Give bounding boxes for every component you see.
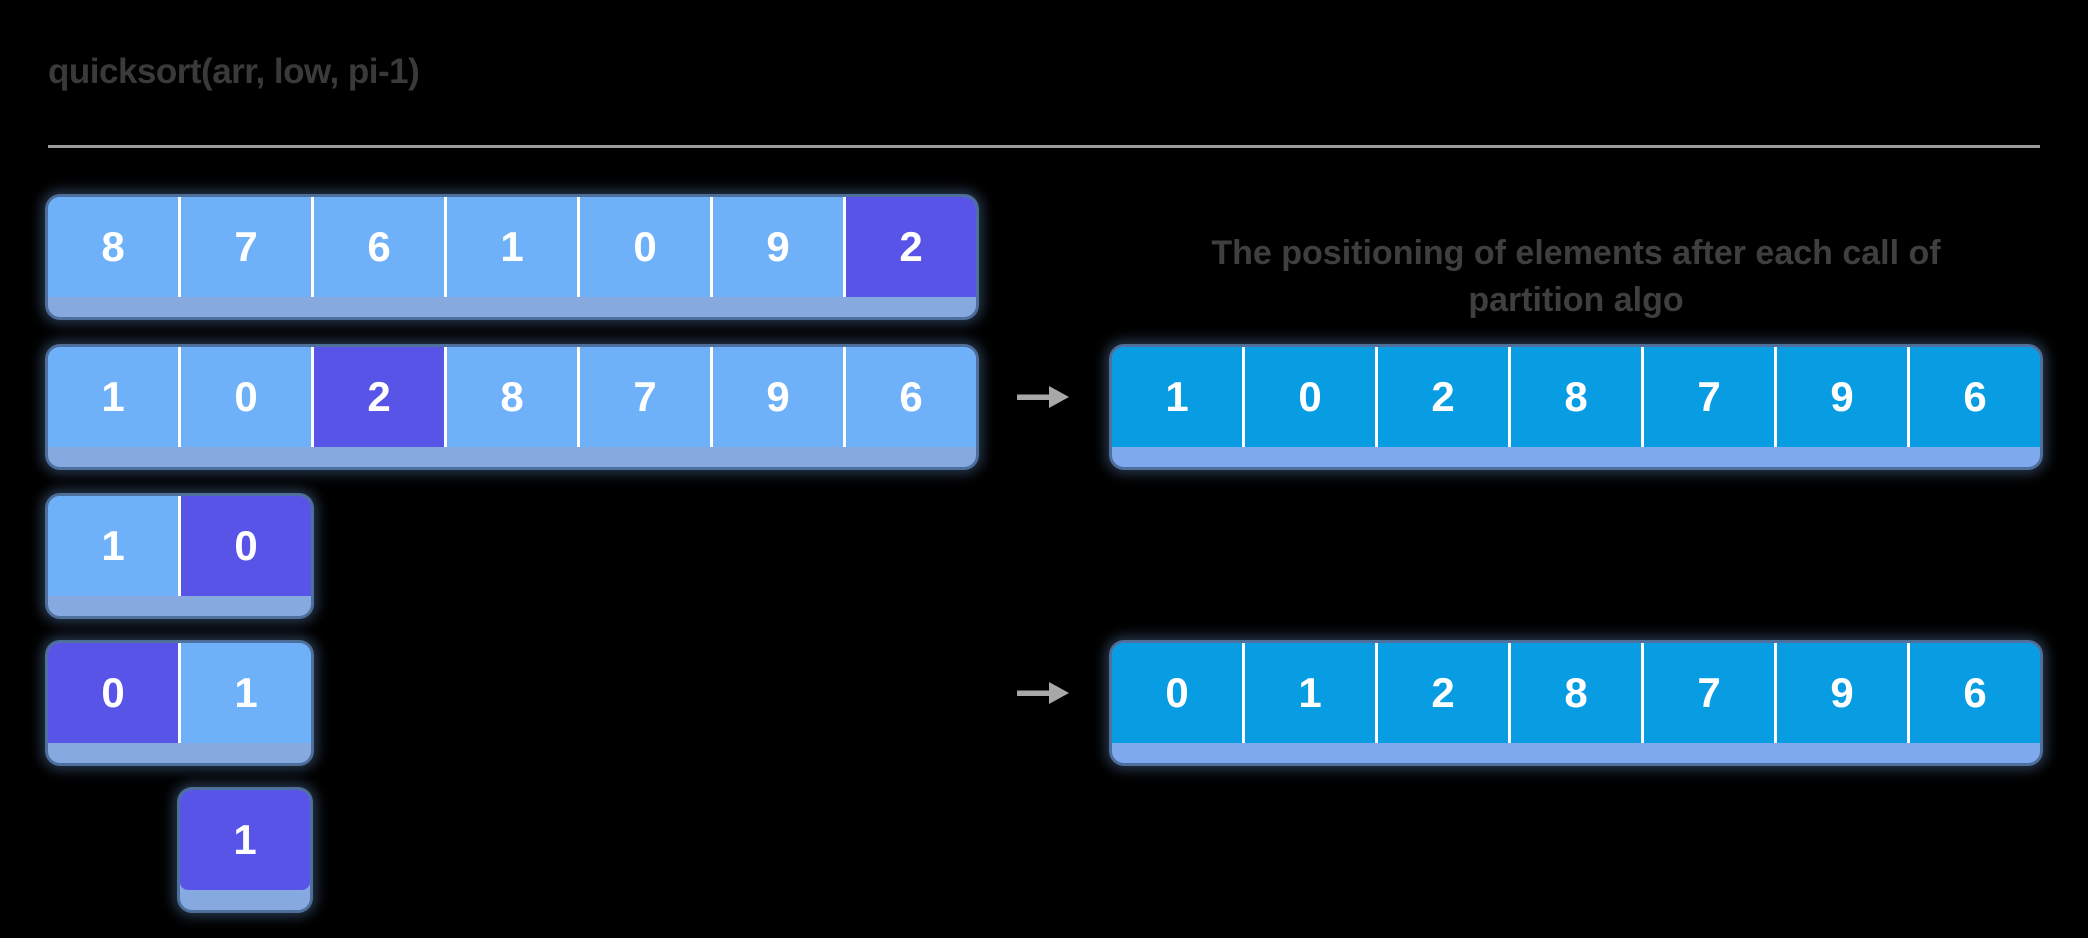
array-cell: 8 [444,347,577,447]
array-partition-result-1: 1 0 2 8 7 9 6 [1112,347,2040,467]
array-cell: 2 [843,197,976,297]
array-cell: 7 [1641,347,1774,447]
cell-value: 0 [1165,669,1189,716]
array-cell: 7 [1641,643,1774,743]
array-cell: 0 [48,643,178,743]
cell-value: 1 [101,373,125,420]
cell-value: 9 [766,223,790,270]
cell-value: 2 [1431,373,1455,420]
cell-value: 1 [1298,669,1322,716]
cell-value: 1 [233,816,257,863]
cell-value: 0 [633,223,657,270]
cell-value: 0 [1298,373,1322,420]
cell-value: 6 [1963,669,1987,716]
array-cell: 0 [577,197,710,297]
array-cell: 9 [1774,347,1907,447]
header-divider [48,145,2040,148]
cell-value: 1 [1165,373,1189,420]
cell-value: 8 [1564,669,1588,716]
cell-value: 9 [1830,669,1854,716]
cell-value: 1 [500,223,524,270]
cell-value: 1 [101,522,125,569]
array-cell: 9 [710,197,843,297]
array-cell: 0 [178,496,311,596]
right-arrow-icon [1017,679,1069,707]
array-cell: 1 [1112,347,1242,447]
array-cell: 8 [1508,643,1641,743]
array-cell: 1 [1242,643,1375,743]
array-cell: 6 [843,347,976,447]
partition-caption-line1: The positioning of elements after each c… [1211,234,1941,272]
cell-value: 7 [1697,669,1721,716]
array-cell: 7 [577,347,710,447]
array-cell: 6 [1907,347,2040,447]
array-cell: 6 [1907,643,2040,743]
right-arrow-icon [1017,383,1069,411]
cell-value: 1 [234,669,258,716]
array-cell: 1 [178,643,311,743]
cell-value: 2 [899,223,923,270]
cell-value: 7 [633,373,657,420]
array-cell: 2 [1375,347,1508,447]
array-partition-result-2: 0 1 2 8 7 9 6 [1112,643,2040,763]
array-cell: 6 [311,197,444,297]
array-recursion-step-5: 1 [180,790,310,910]
cell-value: 9 [766,373,790,420]
array-cell: 1 [48,496,178,596]
array-cell: 0 [178,347,311,447]
cell-value: 6 [1963,373,1987,420]
array-cell: 8 [1508,347,1641,447]
array-cell: 0 [1112,643,1242,743]
array-cell: 2 [1375,643,1508,743]
array-recursion-step-2: 1 0 2 8 7 9 6 [48,347,976,467]
array-cell: 9 [710,347,843,447]
page-title: quicksort(arr, low, pi-1) [48,52,420,91]
partition-caption-line2: partition algo [1468,281,1684,319]
array-cell: 1 [444,197,577,297]
partition-caption: The positioning of elements after each c… [1112,230,2040,324]
array-cells: 1 [180,790,310,890]
array-cell: 7 [178,197,311,297]
cell-value: 8 [1564,373,1588,420]
array-recursion-step-1: 8 7 6 1 0 9 2 [48,197,976,317]
cell-value: 0 [234,522,258,569]
array-cells: 8 7 6 1 0 9 2 [48,197,976,297]
array-cell: 1 [180,790,310,890]
array-cell: 1 [48,347,178,447]
cell-value: 7 [234,223,258,270]
array-cells: 0 1 2 8 7 9 6 [1112,643,2040,743]
cell-value: 6 [899,373,923,420]
cell-value: 2 [367,373,391,420]
array-cells: 1 0 2 8 7 9 6 [1112,347,2040,447]
cell-value: 8 [101,223,125,270]
cell-value: 9 [1830,373,1854,420]
array-cells: 1 0 2 8 7 9 6 [48,347,976,447]
cell-value: 6 [367,223,391,270]
array-cell: 2 [311,347,444,447]
cell-value: 8 [500,373,524,420]
array-cell: 8 [48,197,178,297]
cell-value: 0 [101,669,125,716]
array-cell: 9 [1774,643,1907,743]
cell-value: 2 [1431,669,1455,716]
array-cell: 0 [1242,347,1375,447]
cell-value: 0 [234,373,258,420]
cell-value: 7 [1697,373,1721,420]
